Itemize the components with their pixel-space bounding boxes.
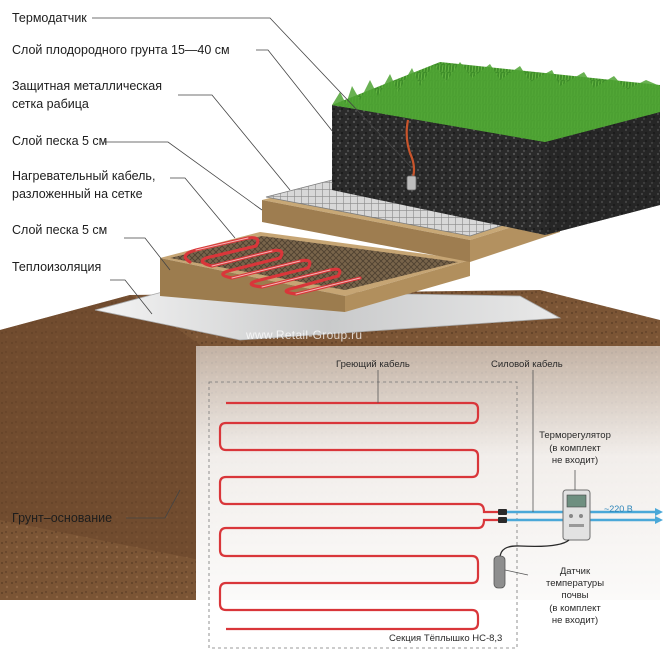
insulation-foil — [94, 289, 562, 341]
label-soil-sensor-1: Датчик — [559, 566, 591, 577]
label-sensor-note2: не входит) — [551, 615, 599, 626]
label-section-name: Секция Тёплышко НС-8,3 — [389, 633, 503, 644]
label-thermostat-note2: не входит) — [551, 455, 599, 466]
label-thermostat: Терморегулятор — [539, 430, 611, 441]
label-fertile-layer: Слой плодородного грунта 15—40 см — [12, 43, 230, 57]
heating-cable-highlight — [195, 237, 361, 295]
soil-temperature-sensor — [493, 539, 570, 589]
label-soil-sensor-3: почвы — [561, 590, 589, 601]
label-soil-sensor-2: температуры — [545, 578, 605, 589]
watermark: www.Retail-Group.ru — [246, 328, 363, 342]
label-power-cable: Силовой кабель — [491, 359, 563, 370]
scheme-heating-cable — [218, 401, 500, 514]
arrow-heads — [655, 508, 663, 524]
label-sensor-note1: (в комплект — [549, 603, 601, 614]
label-mesh-line1: Защитная металлическая — [12, 79, 163, 93]
label-mesh-line2: сетка рабица — [12, 97, 89, 111]
fertile-soil-block — [332, 105, 660, 235]
label-cable-line1: Нагревательный кабель, — [12, 169, 156, 183]
label-thermostat-note1: (в комплект — [549, 443, 601, 454]
thermo-sensor — [405, 119, 417, 191]
scheme-heating-cable-lower — [218, 518, 500, 631]
label-insulation: Теплоизоляция — [12, 260, 102, 274]
label-voltage: ~220 В — [604, 504, 633, 514]
scheme-power-cable — [505, 510, 655, 522]
label-cable-line2: разложенный на сетке — [12, 187, 143, 201]
label-sand-bottom: Слой песка 5 см — [12, 223, 108, 237]
heating-cable-on-net — [183, 236, 362, 296]
label-sand-top: Слой песка 5 см — [12, 134, 108, 148]
grass-top — [332, 62, 660, 142]
label-thermo-sensor: Термодатчик — [12, 11, 87, 25]
label-heating-cable: Греющий кабель — [336, 359, 410, 370]
cable-couplings — [498, 509, 507, 523]
leader-lines — [92, 17, 413, 519]
section-boundary — [208, 381, 518, 649]
label-base-soil: Грунт–основание — [12, 511, 113, 525]
thermostat-device — [562, 489, 591, 541]
scheme-leader-lines — [377, 370, 576, 576]
